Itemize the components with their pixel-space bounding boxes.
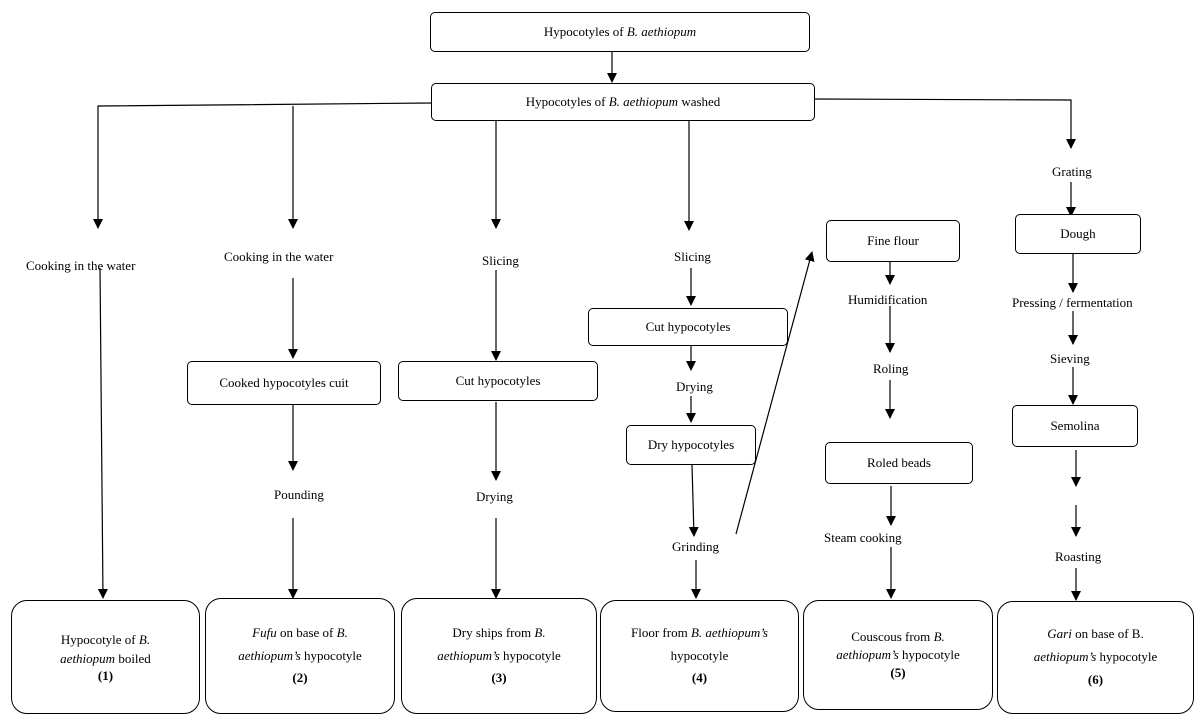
fine-flour-box: Fine flour [826,220,960,262]
roled-beads-label: Roled beads [867,454,931,470]
arrow-washed-to-col6 [813,98,1076,149]
product-5-species-b: aethiopum’s [836,646,899,662]
product-2-number: (2) [292,670,308,686]
raw-prefix: Hypocotyles of [543,23,627,39]
product-1-species-a: B. [138,631,151,647]
c3-slicing-label: Slicing [482,253,519,268]
c6-pressing-label: Pressing / fermentation [1012,295,1133,310]
product-2-line1: Fufu on base of B. [252,622,348,645]
arrow-dry-to-grinding [688,464,699,537]
product-1-species-b: aethiopum [60,651,116,667]
product-5-text-b: hypocotyle [898,646,960,662]
product-4-number: (4) [691,670,708,686]
product-1-line1: Hypocotyle of B. [61,629,150,652]
product-4-box: Floor from B. aethiopum’s hypocotyle (4) [600,600,799,712]
c5-roling-label: Roling [873,361,909,376]
product-6-box: Gari on base of B. aethiopum’s hypocotyl… [997,601,1194,714]
product-3-number: (3) [491,670,507,686]
washed-species: B. aethiopum [608,93,679,109]
product-1-number: (1) [97,668,114,684]
product-5-line2: aethiopum’s hypocotyle [836,646,960,664]
product-6-text-b: hypocotyle [1096,649,1158,665]
c4-grinding-label: Grinding [672,539,719,554]
c2-cooking-label: Cooking in the water [224,249,334,264]
c1-cooking-label: Cooking in the water [26,258,136,273]
dough-label: Dough [1060,225,1096,241]
product-3-species-b: aethiopum’s [437,647,500,663]
arrow-col1-to-product1 [97,267,108,599]
dough-box: Dough [1015,214,1141,254]
product-1-line2: aethiopum boiled [60,651,151,667]
product-3-box: Dry ships from B. aethiopum’s hypocotyle… [401,598,597,714]
washed-hypocotyles-box: Hypocotyles of B. aethiopum washed [431,83,815,121]
product-5-text-a: Couscous from [851,628,934,644]
washed-suffix: washed [678,93,721,109]
c3-drying-label: Drying [476,489,513,504]
product-5-box: Couscous from B. aethiopum’s hypocotyle … [803,600,993,710]
raw-species: B. aethiopum [626,23,697,39]
product-3-species-a: B. [534,624,546,640]
semolina-label: Semolina [1050,417,1100,433]
c4-cut-hypocotyles-box: Cut hypocotyles [588,308,788,346]
product-5-number: (5) [890,665,906,681]
product-4-text-b: hypocotyle [670,647,729,663]
product-3-line2: aethiopum’s hypocotyle [437,645,561,668]
product-6-species: aethiopum’s [1033,649,1097,665]
product-6-gari: Gari [1047,626,1072,642]
cooked-hypocotyles-label: Cooked hypocotyles cuit [219,374,349,390]
product-2-text-a: on base of [276,624,337,640]
raw-hypocotyles-box: Hypocotyles of B. aethiopum [430,12,810,52]
product-4-line1: Floor from B. aethiopum’s [631,622,768,645]
arrow-grinding-to-fine-flour [735,251,815,535]
product-2-fufu: Fufu [252,624,277,640]
product-6-line1: Gari on base of B. [1047,623,1143,646]
washed-prefix: Hypocotyles of [525,93,609,109]
roled-beads-box: Roled beads [825,442,973,484]
arrow-washed-to-col1 [93,102,433,229]
c2-pounding-label: Pounding [274,487,324,502]
product-3-text-a: Dry ships from [452,624,535,640]
product-2-line2: aethiopum’s hypocotyle [238,645,362,668]
c4-slicing-label: Slicing [674,249,711,264]
product-2-species-b: aethiopum’s [238,647,301,663]
c5-humidification-label: Humidification [848,292,928,307]
dry-hypocotyles-box: Dry hypocotyles [626,425,756,465]
cooked-hypocotyles-box: Cooked hypocotyles cuit [187,361,381,405]
product-2-box: Fufu on base of B. aethiopum’s hypocotyl… [205,598,395,714]
c6-roasting-label: Roasting [1055,549,1102,564]
product-6-number: (6) [1087,671,1104,687]
c4-cut-hypocotyles-label: Cut hypocotyles [645,318,731,334]
product-1-text-b: boiled [115,651,151,667]
c5-steam-label: Steam cooking [824,530,902,545]
product-2-species-a: B. [336,624,348,640]
product-2-text-b: hypocotyle [300,647,362,663]
c4-drying-label: Drying [676,379,713,394]
product-6-text-a: on base of B. [1071,626,1144,642]
c3-cut-hypocotyles-box: Cut hypocotyles [398,361,598,401]
fine-flour-label: Fine flour [867,232,919,248]
product-5-line1: Couscous from B. [851,628,945,646]
product-3-line1: Dry ships from B. [452,622,545,645]
product-6-line2: aethiopum’s hypocotyle [1034,646,1158,669]
product-4-line2: hypocotyle [671,645,729,668]
product-5-species-a: B. [933,628,945,644]
product-1-box: Hypocotyle of B. aethiopum boiled (1) [11,600,200,714]
product-4-text-a: Floor from [631,624,691,640]
dry-hypocotyles-label: Dry hypocotyles [647,436,735,452]
product-3-text-b: hypocotyle [499,647,561,663]
semolina-box: Semolina [1012,405,1138,447]
product-1-text-a: Hypocotyle of [60,631,139,647]
c6-grating-label: Grating [1052,164,1092,179]
c3-cut-hypocotyles-label: Cut hypocotyles [455,372,541,388]
product-4-species: B. aethiopum’s [690,624,768,640]
c6-sieving-label: Sieving [1050,351,1090,366]
